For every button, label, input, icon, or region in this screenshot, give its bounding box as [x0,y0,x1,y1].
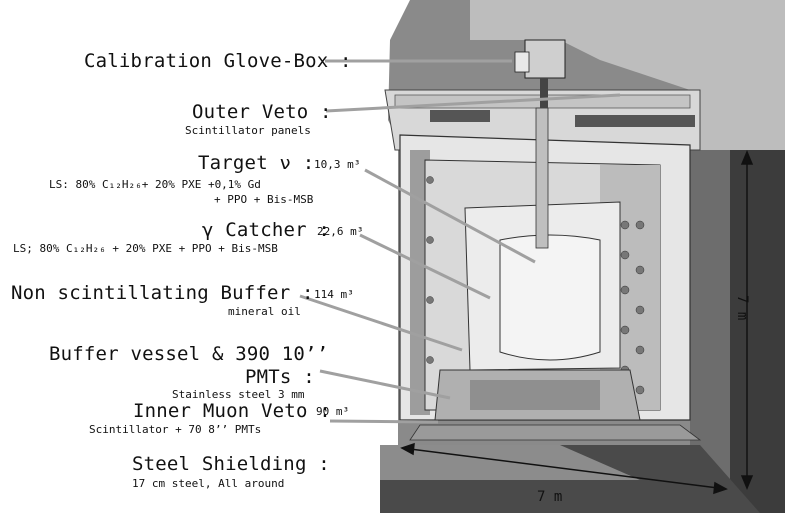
steel-title: Steel Shielding : [132,453,330,475]
buffer-volume: 114 m³ [314,288,354,301]
outer-veto-title: Outer Veto : [192,101,332,123]
buffer-vessel-sub: Stainless steel 3 mm [172,388,305,401]
glovebox-title: Calibration Glove-Box : [84,50,352,72]
inner-veto-title: Inner Muon Veto : [133,400,331,422]
outer-veto-sub: Scintillator panels [185,124,311,137]
gamma-catcher-volume: 22,6 m³ [317,225,364,238]
leader-lines [299,59,621,424]
pmt-array [426,176,645,395]
height-dimension-label: 7 m [734,295,750,321]
gamma-catcher-sub: LS; 80% C₁₂H₂₆ + 20% PXE + PPO + Bis-MSB [13,242,278,255]
gamma-catcher-title: γ Catcher : [202,219,331,241]
target-title: Target ν : [198,152,315,174]
width-dimension-label: 7 m [537,489,563,505]
target-sub2: + PPO + Bis-MSB [214,193,314,206]
width-dimension-arrow [400,442,728,495]
chimney [535,107,549,249]
glove-box [524,39,566,79]
steel-sub: 17 cm steel, All around [132,477,285,490]
inner-veto-sub: Scintillator + 70 8’’ PMTs [89,423,262,436]
target-vessel [499,234,601,361]
buffer-vessel-title1: Buffer vessel & 390 10’’ [49,343,329,365]
target-sub1: LS: 80% C₁₂H₂₆+ 20% PXE +0,1% Gd [49,178,261,191]
buffer-title: Non scintillating Buffer : [11,282,314,304]
height-dimension-arrow [740,150,754,490]
buffer-sub: mineral oil [228,305,301,318]
buffer-vessel-title2: PMTs : [245,366,315,388]
target-volume: 10,3 m³ [314,158,361,171]
inner-veto-volume: 90 m³ [316,405,350,418]
